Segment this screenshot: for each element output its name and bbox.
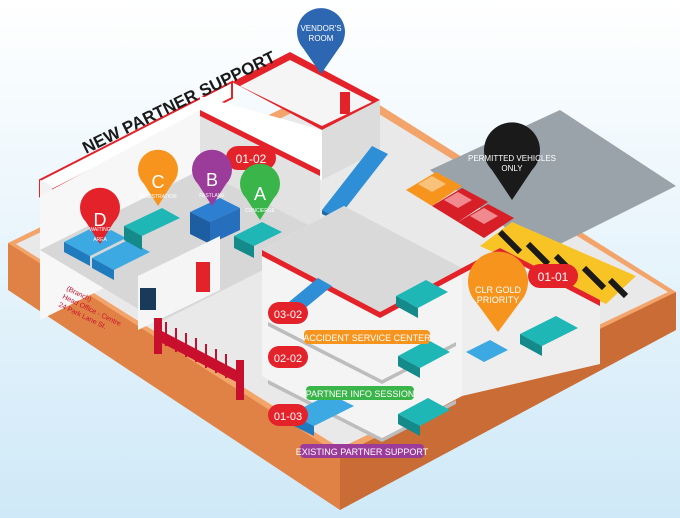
entrance-partition [138, 236, 220, 330]
car-red-1 [432, 188, 488, 222]
pin-b-fastlane: B FASTLANE [192, 149, 233, 206]
banner-existing-partner-support: EXISTING PARTNER SUPPORT [296, 444, 429, 458]
vendor-roof-inner [240, 60, 372, 126]
slab-left-side [8, 243, 340, 510]
pin-a-concierge: A CONCIERGE [240, 163, 280, 220]
pin-letter: A [254, 184, 266, 204]
svg-text:EXISTING PARTNER SUPPORT: EXISTING PARTNER SUPPORT [296, 447, 429, 457]
pin-letter: D [94, 210, 107, 230]
pin-letter: C [152, 172, 165, 192]
pin-label: CONCIERGE [245, 208, 276, 214]
svg-text:ACCIDENT SERVICE CENTER: ACCIDENT SERVICE CENTER [303, 333, 431, 343]
room-label-0101: 01-01 [528, 264, 578, 288]
room-label-0302: 03-02 [268, 302, 308, 324]
tower-top [262, 206, 462, 312]
car-red-2 [458, 204, 514, 238]
room-label-0202: 02-02 [268, 346, 308, 368]
banner-accident-service-center: ACCIDENT SERVICE CENTER [303, 330, 431, 344]
restroom-sign [140, 288, 156, 310]
vendor-wall-right [322, 100, 380, 180]
pin-label: REGISTRATION [139, 194, 177, 200]
car-orange [406, 172, 462, 206]
entrance-door [196, 262, 210, 292]
svg-text:01-03: 01-03 [274, 411, 302, 423]
tower-desks [290, 280, 450, 436]
svg-text:01-02: 01-02 [236, 152, 267, 166]
registration-desk [124, 208, 180, 250]
waiting-sofa [64, 224, 150, 280]
svg-text:02-02: 02-02 [274, 353, 302, 365]
concierge-desk [234, 222, 282, 258]
middle-wall-trim [200, 110, 320, 176]
pin-letter: B [206, 170, 218, 190]
vendor-door [340, 92, 350, 114]
room-label-0102: 01-02 [226, 146, 276, 170]
room-0101-furniture [466, 316, 578, 362]
svg-text:01-01: 01-01 [538, 270, 569, 284]
pin-c-registration: C REGISTRATION [138, 149, 179, 206]
fastlane-booth [190, 198, 240, 244]
pin-label: FASTLANE [199, 193, 225, 199]
entrance-gate [154, 318, 244, 400]
svg-text:03-02: 03-02 [274, 309, 302, 321]
svg-text:PARTNER INFO SESSION: PARTNER INFO SESSION [306, 389, 415, 399]
room-label-0103: 01-03 [268, 404, 308, 426]
banner-partner-info-session: PARTNER INFO SESSION [306, 386, 415, 400]
